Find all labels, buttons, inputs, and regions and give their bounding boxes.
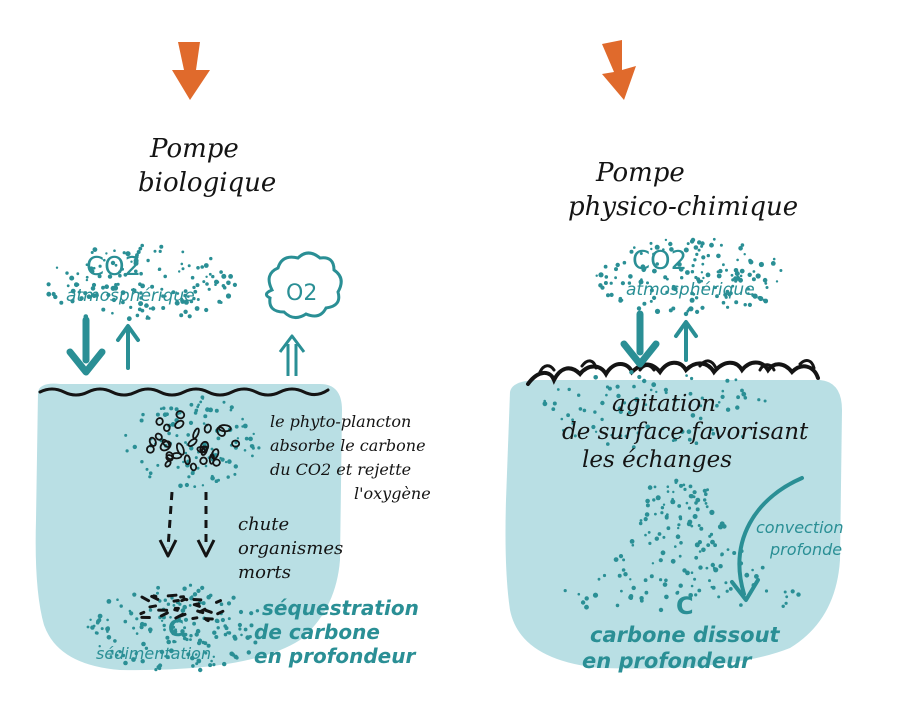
dissout-line1: carbone dissout [590,623,780,647]
sun-ray-arrow-icon [602,40,636,100]
left-co2-label: CO2 [86,252,142,282]
phyto-line1: le phyto-plancton [270,412,412,431]
phytoplankton-icon [124,395,261,489]
sediment-pile [86,583,260,673]
chute-line1: chute [238,514,290,535]
left-c-label: C [168,617,185,642]
sun-ray-arrow-icon [172,42,210,100]
convection-arrow-icon [730,476,804,602]
cloud-icon [265,251,343,319]
convection-line2: profonde [770,540,843,559]
up-arrow-icon [674,320,698,362]
left-water-area [35,383,343,671]
right-title-line2: physico-chimique [568,192,799,222]
left-title-line1: Pompe [150,134,239,164]
sequestration-line2: de carbone [254,620,380,644]
sequestration-line1: séquestration [262,596,419,620]
phyto-line4: l'oxygène [354,484,431,503]
convection-line1: convection [756,518,844,537]
dissolved-carbon-dots [542,370,801,613]
phyto-line2: absorbe le carbone [270,436,426,455]
chute-line2: organismes [238,538,344,559]
agitation-line2: de surface favorisant [562,419,809,445]
right-title-line1: Pompe [596,158,685,188]
right-water-area [505,380,842,669]
chute-line3: morts [238,562,291,583]
wave-icon [526,359,820,386]
left-surface-line [38,387,330,397]
o2-label: O2 [286,281,318,306]
dissout-line2: en profondeur [582,649,752,673]
right-atmos-label: atmosphérique [626,280,755,300]
left-title-line2: biologique [138,168,277,198]
o2-up-arrow-icon [278,334,306,376]
down-arrow-icon [620,310,660,368]
sequestration-line3: en profondeur [254,644,416,668]
agitation-line1: agitation [612,391,717,417]
up-arrow-icon [116,324,140,370]
right-co2-dot-cloud [595,237,783,317]
sedimentation-label: sédimentation [96,644,212,663]
phyto-line3: du CO2 et rejette [270,460,412,479]
left-atmos-label: atmosphérique [66,286,195,306]
falling-dashed-arrows [158,491,216,558]
agitation-line3: les échanges [582,447,733,473]
right-c-label: C [676,592,694,620]
right-co2-label: CO2 [632,246,688,276]
down-arrow-icon [66,316,106,376]
left-co2-dot-cloud [46,243,237,322]
